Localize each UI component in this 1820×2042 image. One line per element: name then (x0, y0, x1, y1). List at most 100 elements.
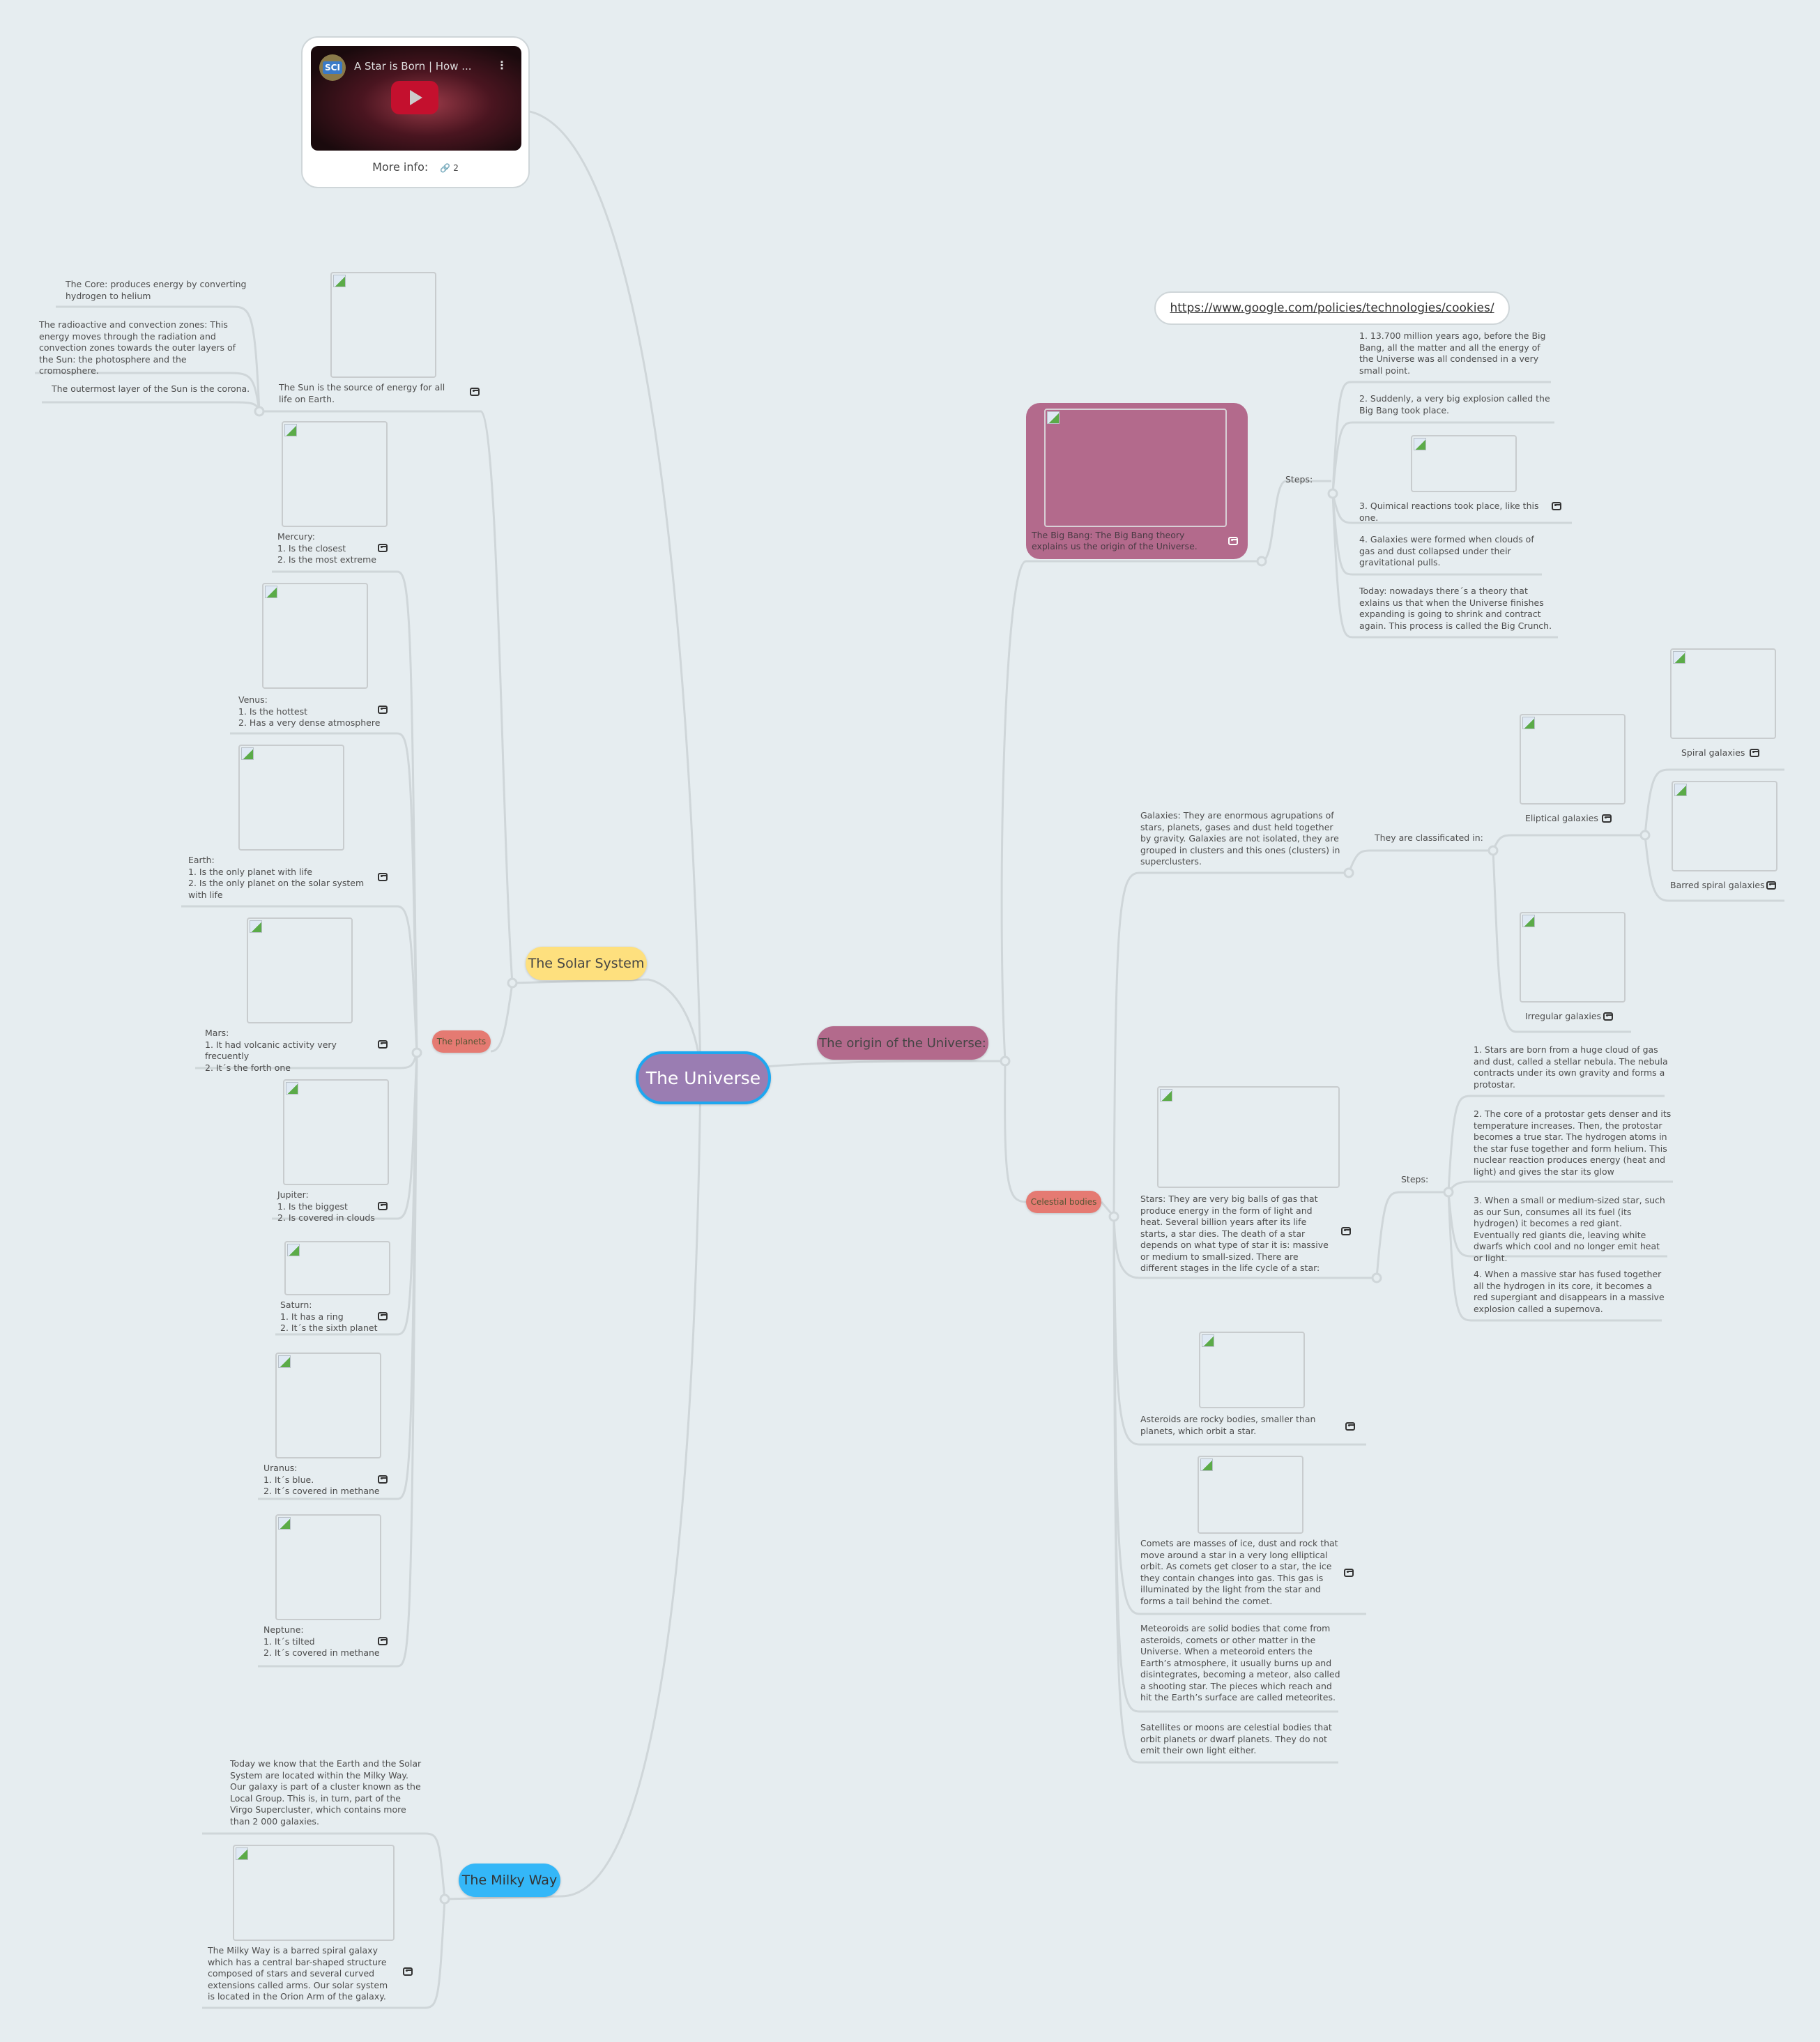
eliptical-galaxies[interactable]: Eliptical galaxies (1525, 813, 1598, 823)
node-solar-system[interactable]: The Solar System (526, 947, 647, 980)
sun-layer-zones[interactable]: The radioactive and convection zones: Th… (39, 319, 236, 376)
image-icon[interactable] (378, 1312, 388, 1320)
barred-spiral-galaxies-image[interactable] (1672, 781, 1777, 871)
broken-image-icon (1047, 411, 1060, 424)
spiral-galaxies[interactable]: Spiral galaxies (1681, 747, 1745, 758)
venus-image[interactable] (262, 583, 368, 689)
origin-step-1[interactable]: 1. 13.700 million years ago, before the … (1359, 330, 1546, 376)
image-icon[interactable] (1341, 1227, 1351, 1235)
link-icon[interactable]: 🔗 2 (440, 163, 459, 173)
root-node[interactable]: The Universe (636, 1051, 771, 1104)
spiral-galaxies-image[interactable] (1670, 648, 1776, 739)
origin-step-3-image[interactable] (1411, 435, 1517, 492)
barred-spiral-galaxies[interactable]: Barred spiral galaxies (1670, 880, 1765, 890)
more-vert-icon[interactable]: ⋮ (496, 59, 507, 72)
image-icon[interactable] (1603, 1012, 1613, 1021)
origin-step-4[interactable]: 4. Galaxies were formed when clouds of g… (1359, 534, 1534, 567)
image-icon[interactable] (378, 706, 388, 714)
image-icon[interactable] (1602, 814, 1612, 823)
milky-way-image[interactable] (233, 1845, 395, 1941)
planet-mars[interactable]: Mars: 1. It had volcanic activity very f… (205, 1028, 337, 1073)
saturn-image[interactable] (284, 1241, 390, 1295)
mercury-image[interactable] (282, 421, 388, 527)
irregular-galaxies-image[interactable] (1520, 912, 1626, 1003)
stars-step-4[interactable]: 4. When a massive star has fused togethe… (1474, 1269, 1665, 1314)
image-icon[interactable] (1345, 1422, 1355, 1431)
origin-step-3[interactable]: 3. Quimical reactions took place, like t… (1359, 501, 1539, 523)
sun-layer-corona[interactable]: The outermost layer of the Sun is the co… (52, 383, 250, 394)
jupiter-image[interactable] (283, 1079, 389, 1185)
comets-text[interactable]: Comets are masses of ice, dust and rock … (1140, 1538, 1338, 1606)
image-icon[interactable] (378, 544, 388, 552)
broken-image-icon (284, 424, 297, 436)
sun-layer-core[interactable]: The Core: produces energy by converting … (66, 279, 247, 301)
meteoroids-text[interactable]: Meteoroids are solid bodies that come fr… (1140, 1623, 1340, 1702)
origin-step-2[interactable]: 2. Suddenly, a very big explosion called… (1359, 393, 1550, 416)
image-icon[interactable] (378, 873, 388, 881)
comets-image[interactable] (1198, 1456, 1303, 1534)
stars-step-3[interactable]: 3. When a small or medium-sized star, su… (1474, 1195, 1665, 1263)
node-origin-of-universe[interactable]: The origin of the Universe: (817, 1026, 988, 1060)
big-bang-caption: The Big Bang: The Big Bang theory explai… (1032, 530, 1198, 551)
planet-venus[interactable]: Venus: 1. Is the hottest 2. Has a very d… (238, 694, 381, 728)
origin-today[interactable]: Today: nowadays there´s a theory that ex… (1359, 586, 1552, 631)
image-icon[interactable] (378, 1202, 388, 1210)
planet-mercury[interactable]: Mercury: 1. Is the closest 2. Is the mos… (277, 531, 376, 565)
image-icon[interactable] (1766, 881, 1776, 890)
eliptical-galaxies-image[interactable] (1520, 714, 1626, 805)
video-card[interactable]: SCI A Star is Born | How ... ⋮ More info… (301, 36, 530, 188)
planet-saturn[interactable]: Saturn: 1. It has a ring 2. It´s the six… (280, 1300, 378, 1333)
milky-way-caption[interactable]: The Milky Way is a barred spiral galaxy … (208, 1945, 388, 2002)
origin-steps-label[interactable]: Steps: (1285, 474, 1313, 485)
link-url[interactable]: https://www.google.com/policies/technolo… (1154, 291, 1510, 325)
galaxies-classified-label[interactable]: They are classificated in: (1375, 832, 1483, 843)
irregular-galaxies[interactable]: Irregular galaxies (1525, 1011, 1602, 1021)
planet-uranus[interactable]: Uranus: 1. It´s blue. 2. It´s covered in… (263, 1463, 380, 1496)
stars-steps-label[interactable]: Steps: (1401, 1174, 1429, 1184)
image-icon[interactable] (470, 388, 480, 396)
node-planets[interactable]: The planets (432, 1030, 491, 1053)
broken-image-icon (1200, 1458, 1213, 1471)
image-icon[interactable] (378, 1475, 388, 1484)
image-icon[interactable] (378, 1040, 388, 1049)
galaxies-text[interactable]: Galaxies: They are enormous agrupations … (1140, 810, 1340, 867)
image-icon[interactable] (1344, 1569, 1354, 1577)
stars-text[interactable]: Stars: They are very big balls of gas th… (1140, 1194, 1329, 1273)
sun-caption[interactable]: The Sun is the source of energy for all … (279, 382, 445, 404)
big-bang-image[interactable] (1044, 409, 1227, 527)
node-celestial-bodies[interactable]: Celestial bodies (1026, 1191, 1101, 1213)
sun-image[interactable] (330, 272, 436, 378)
asteroids-text[interactable]: Asteroids are rocky bodies, smaller than… (1140, 1414, 1316, 1436)
planet-neptune[interactable]: Neptune: 1. It´s tilted 2. It´s covered … (263, 1624, 380, 1658)
more-info-row[interactable]: More info: 🔗 2 (303, 160, 528, 174)
video-title: A Star is Born | How ... (354, 60, 472, 73)
stars-step-2[interactable]: 2. The core of a protostar gets denser a… (1474, 1108, 1672, 1177)
image-icon[interactable] (1750, 749, 1759, 757)
image-icon[interactable] (378, 1637, 388, 1645)
satellites-text[interactable]: Satellites or moons are celestial bodies… (1140, 1722, 1332, 1755)
stars-step-1[interactable]: 1. Stars are born from a huge cloud of g… (1474, 1044, 1668, 1090)
planet-earth[interactable]: Earth: 1. Is the only planet with life 2… (188, 855, 365, 900)
video-thumbnail[interactable]: SCI A Star is Born | How ... ⋮ (311, 46, 521, 151)
node-milky-way[interactable]: The Milky Way (459, 1864, 560, 1897)
broken-image-icon (286, 1082, 298, 1095)
image-icon[interactable] (403, 1967, 413, 1976)
neptune-image[interactable] (275, 1514, 381, 1620)
milky-way-intro[interactable]: Today we know that the Earth and the Sol… (230, 1758, 422, 1827)
image-icon[interactable] (1552, 502, 1561, 510)
broken-image-icon (287, 1244, 300, 1256)
planet-jupiter[interactable]: Jupiter: 1. Is the biggest 2. Is covered… (277, 1189, 375, 1223)
big-bang-node[interactable]: The Big Bang: The Big Bang theory explai… (1026, 403, 1248, 559)
broken-image-icon (1674, 784, 1687, 796)
asteroids-image[interactable] (1199, 1332, 1305, 1408)
broken-image-icon (278, 1355, 291, 1368)
image-icon[interactable] (1228, 537, 1238, 545)
broken-image-icon (236, 1847, 248, 1860)
uranus-image[interactable] (275, 1353, 381, 1458)
link-count: 2 (453, 163, 459, 173)
channel-avatar: SCI (319, 54, 346, 81)
earth-image[interactable] (238, 745, 344, 851)
play-icon[interactable] (391, 81, 438, 114)
mars-image[interactable] (247, 917, 353, 1023)
stars-image[interactable] (1157, 1086, 1340, 1188)
